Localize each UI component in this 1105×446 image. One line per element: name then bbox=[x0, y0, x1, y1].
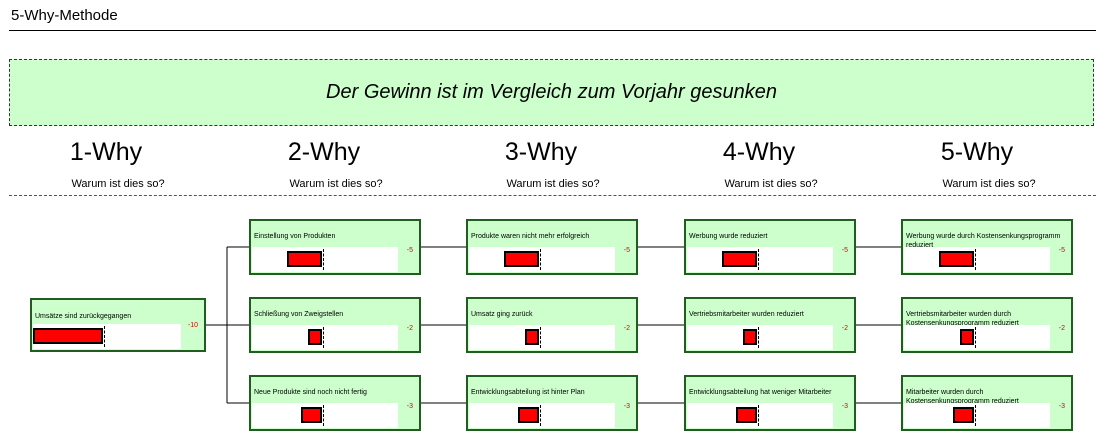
cause-node-r2-c2: Schließung von Zweigstellen -2 bbox=[249, 297, 421, 353]
column-question-4: Warum ist dies so? bbox=[724, 178, 818, 190]
impact-bar-track bbox=[469, 403, 615, 428]
impact-bar bbox=[504, 251, 539, 267]
impact-bar-track bbox=[252, 247, 398, 272]
zero-line bbox=[975, 249, 976, 270]
header-divider bbox=[9, 195, 1096, 196]
node-value: -3 bbox=[406, 403, 413, 410]
impact-bar bbox=[301, 407, 322, 423]
impact-bar-track bbox=[904, 403, 1050, 428]
impact-bar-track bbox=[33, 324, 181, 349]
problem-text: Der Gewinn ist im Vergleich zum Vorjahr … bbox=[326, 81, 777, 103]
zero-line bbox=[975, 405, 976, 426]
node-value: -3 bbox=[623, 403, 630, 410]
column-header-2: 2-Why bbox=[287, 138, 361, 166]
node-label: Umsätze sind zurückgegangen bbox=[35, 313, 132, 320]
node-label: Neue Produkte sind noch nicht fertig bbox=[254, 389, 367, 396]
impact-bar bbox=[736, 407, 757, 423]
title-divider bbox=[9, 30, 1096, 31]
node-value: -5 bbox=[841, 247, 848, 254]
cause-node-r1-c4: Werbung wurde reduziert -5 bbox=[684, 219, 856, 275]
column-question-1: Warum ist dies so? bbox=[71, 178, 165, 190]
node-value: -10 bbox=[187, 322, 198, 329]
zero-line bbox=[758, 249, 759, 270]
column-header-5: 5-Why bbox=[940, 138, 1014, 166]
zero-line bbox=[758, 405, 759, 426]
column-header-3: 3-Why bbox=[504, 138, 578, 166]
impact-bar bbox=[953, 407, 974, 423]
node-label: Werbung wurde reduziert bbox=[689, 233, 768, 240]
cause-node-r2-c4: Vertriebsmitarbeiter wurden reduziert -2 bbox=[684, 297, 856, 353]
cause-node-r1-c2: Einstellung von Produkten -5 bbox=[249, 219, 421, 275]
page-title: 5-Why-Methode bbox=[11, 7, 118, 24]
node-value: -2 bbox=[841, 325, 848, 332]
impact-bar-track bbox=[252, 403, 398, 428]
impact-bar-track bbox=[687, 325, 833, 350]
cause-node-r2-c5: Vertriebsmitarbeiter wurden durch Kosten… bbox=[901, 297, 1073, 353]
impact-bar-track bbox=[469, 325, 615, 350]
zero-line bbox=[323, 405, 324, 426]
zero-line bbox=[540, 405, 541, 426]
cause-node-r3-c2: Neue Produkte sind noch nicht fertig -3 bbox=[249, 375, 421, 431]
impact-bar bbox=[960, 329, 974, 345]
zero-line bbox=[758, 327, 759, 348]
zero-line bbox=[540, 249, 541, 270]
node-label: Einstellung von Produkten bbox=[254, 233, 336, 240]
cause-node-r2-c3: Umsatz ging zurück -2 bbox=[466, 297, 638, 353]
node-value: -2 bbox=[1058, 325, 1065, 332]
impact-bar bbox=[33, 328, 103, 344]
zero-line bbox=[975, 327, 976, 348]
impact-bar bbox=[518, 407, 539, 423]
node-label: Werbung wurde durch Kostensenkungsprogra… bbox=[906, 233, 1061, 249]
node-label: Umsatz ging zurück bbox=[471, 311, 533, 318]
column-header-1: 1-Why bbox=[69, 138, 143, 166]
node-label: Vertriebsmitarbeiter wurden reduziert bbox=[689, 311, 804, 318]
impact-bar bbox=[525, 329, 539, 345]
problem-statement: Der Gewinn ist im Vergleich zum Vorjahr … bbox=[9, 59, 1094, 126]
node-label: Mitarbeiter wurden durch Kostensenkungsp… bbox=[906, 389, 1019, 405]
column-question-2: Warum ist dies so? bbox=[289, 178, 383, 190]
cause-node-r3-c3: Entwicklungsabteilung ist hinter Plan -3 bbox=[466, 375, 638, 431]
impact-bar bbox=[939, 251, 974, 267]
node-value: -5 bbox=[1058, 247, 1065, 254]
zero-line bbox=[323, 327, 324, 348]
column-question-5: Warum ist dies so? bbox=[942, 178, 1036, 190]
node-value: -3 bbox=[841, 403, 848, 410]
column-question-3: Warum ist dies so? bbox=[506, 178, 600, 190]
node-value: -5 bbox=[623, 247, 630, 254]
cause-node-r1-c3: Produkte waren nicht mehr erfolgreich -5 bbox=[466, 219, 638, 275]
impact-bar-track bbox=[904, 325, 1050, 350]
node-label: Produkte waren nicht mehr erfolgreich bbox=[471, 233, 590, 240]
node-value: -5 bbox=[406, 247, 413, 254]
root-cause-node: Umsätze sind zurückgegangen -10 bbox=[30, 298, 206, 352]
impact-bar bbox=[308, 329, 322, 345]
column-header-4: 4-Why bbox=[722, 138, 796, 166]
impact-bar-track bbox=[687, 247, 833, 272]
node-value: -2 bbox=[406, 325, 413, 332]
cause-node-r3-c5: Mitarbeiter wurden durch Kostensenkungsp… bbox=[901, 375, 1073, 431]
node-label: Vertriebsmitarbeiter wurden durch Kosten… bbox=[906, 311, 1019, 327]
zero-line bbox=[323, 249, 324, 270]
zero-line bbox=[104, 326, 105, 347]
node-value: -2 bbox=[623, 325, 630, 332]
node-label: Entwicklungsabteilung ist hinter Plan bbox=[471, 389, 585, 396]
impact-bar-track bbox=[687, 403, 833, 428]
zero-line bbox=[540, 327, 541, 348]
impact-bar bbox=[287, 251, 322, 267]
node-label: Schließung von Zweigstellen bbox=[254, 311, 344, 318]
node-label: Entwicklungsabteilung hat weniger Mitarb… bbox=[689, 389, 832, 396]
impact-bar-track bbox=[252, 325, 398, 350]
impact-bar-track bbox=[469, 247, 615, 272]
cause-node-r3-c4: Entwicklungsabteilung hat weniger Mitarb… bbox=[684, 375, 856, 431]
node-value: -3 bbox=[1058, 403, 1065, 410]
cause-node-r1-c5: Werbung wurde durch Kostensenkungsprogra… bbox=[901, 219, 1073, 275]
impact-bar-track bbox=[904, 247, 1050, 272]
impact-bar bbox=[722, 251, 757, 267]
impact-bar bbox=[743, 329, 757, 345]
